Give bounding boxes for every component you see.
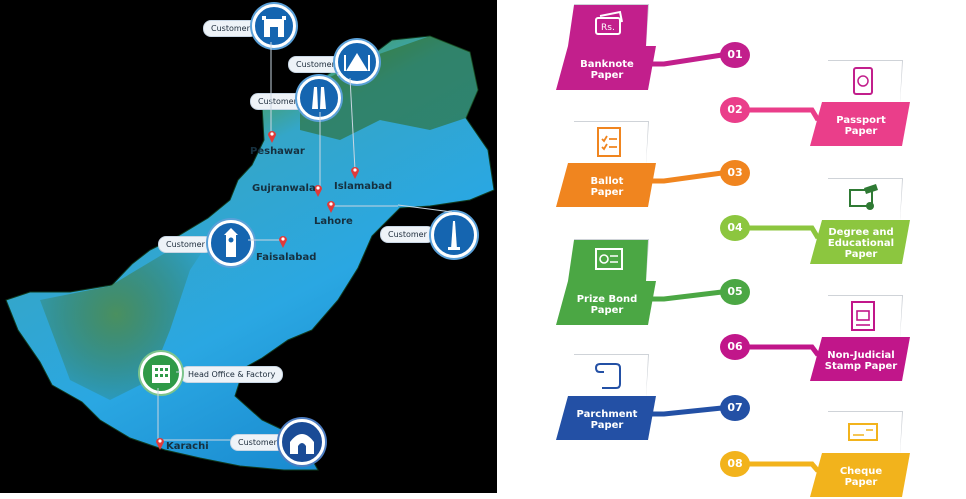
scroll-icon [594,363,621,389]
product-label: Prize Bond [576,294,638,305]
passport-icon [853,67,873,95]
map-connector-lines [157,42,453,441]
product-label: Paper [590,187,624,198]
location-pin-icon [327,201,335,213]
city-label-gujranwala: Gujranwala [252,183,316,194]
cheque-icon [848,423,878,441]
head-office-label: Head Office & Factory [180,366,284,383]
connector-line-05 [650,289,723,302]
product-label: Degree and [828,227,894,238]
product-label: Banknote [580,59,634,70]
product-label: Paper [844,477,878,488]
card-shape [810,411,910,497]
location-pin-icon [351,167,359,179]
customer-label-lahore: Customer [380,226,435,243]
card-shape [556,121,656,207]
map-panel: Customer Customer Customer Customer Cust… [0,0,497,493]
product-label: Paper [844,249,878,260]
banknote-icon: Rs. [595,10,623,35]
minar-icon [431,212,477,258]
product-number-03: 03 [720,160,750,186]
north-mountains [300,36,478,140]
city-label-peshawar: Peshawar [250,146,305,157]
connector-line-07 [650,405,723,417]
connector-line-06 [748,344,820,357]
product-label: Cheque [839,466,883,477]
product-number-06: 06 [720,334,750,360]
connector-line-01 [650,52,723,67]
card-shape [810,295,910,381]
stamp-paper-icon [851,301,875,331]
product-number-01: 01 [720,42,750,68]
city-label-islamabad: Islamabad [334,181,393,192]
card-shape [556,354,656,440]
svg-text:Rs.: Rs. [601,23,615,33]
mausoleum-icon [279,419,325,465]
product-label: Paper [590,70,624,81]
city-label-lahore: Lahore [314,216,353,227]
product-label: Educational [827,238,895,249]
product-number-07: 07 [720,395,750,421]
clock-tower-icon [208,220,254,266]
city-label-faisalabad: Faisalabad [256,252,317,263]
card-shape [810,178,910,264]
product-label: Non-Judicial [827,350,895,361]
product-connectors [650,52,821,473]
card-shape [810,60,910,146]
product-label: Paper [590,305,624,316]
product-label: Passport [836,115,886,126]
product-label: Ballot [590,176,624,187]
product-label: Paper [590,420,624,431]
mosque-icon [335,40,379,84]
connector-line-08 [748,461,820,473]
fort-icon [252,4,296,48]
location-pin-icon [314,185,322,197]
factory-icon [140,352,182,394]
monument-icon [297,76,341,120]
location-pin-icon [279,236,287,248]
balochistan-ridges [40,210,230,400]
location-pin-icon [156,438,164,450]
prize-bond-icon [595,248,623,270]
product-label: Parchment [576,409,638,420]
product-label: Stamp Paper [824,361,898,372]
connector-line-02 [748,107,821,122]
product-number-02: 02 [720,97,750,123]
certificate-icon [849,184,878,210]
product-number-04: 04 [720,215,750,241]
connector-line-03 [650,170,723,184]
location-pin-icon [268,131,276,143]
ballot-icon [597,127,621,157]
product-number-05: 05 [720,279,750,305]
city-label-karachi: Karachi [166,441,209,452]
card-shape [556,4,656,90]
connector-line-04 [748,225,821,240]
product-number-08: 08 [720,451,750,477]
product-label: Paper [844,126,878,137]
